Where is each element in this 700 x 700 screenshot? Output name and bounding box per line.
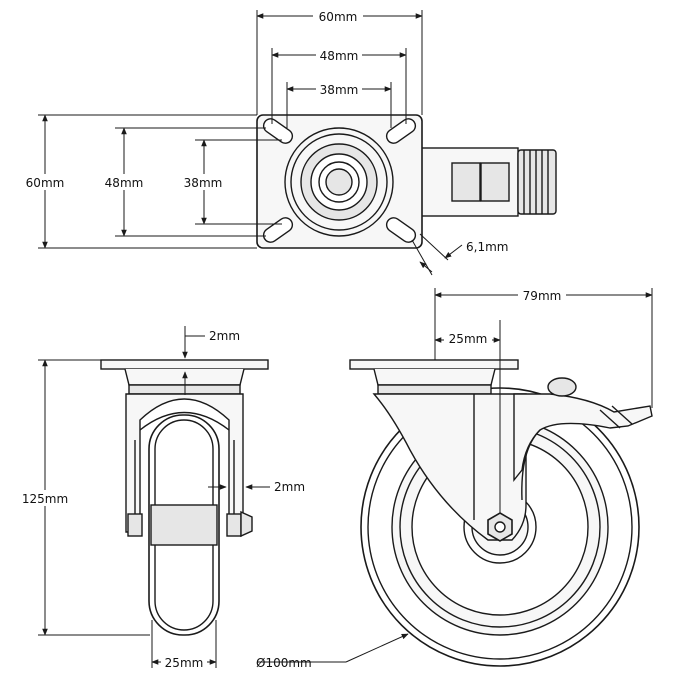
kingpin-hole	[325, 168, 353, 196]
dim-overall-79-label: 79mm	[523, 289, 562, 303]
brake-window-right	[480, 162, 510, 202]
slot-top-left	[262, 118, 294, 144]
front-view-labels: 2mm 2mm 125mm 25mm	[14, 329, 305, 670]
dim-height-38-label: 38mm	[184, 176, 223, 190]
dim-diameter-label: Ø100mm	[256, 656, 312, 670]
side-brake-lever	[513, 393, 653, 482]
dim-height-48-label: 48mm	[105, 176, 144, 190]
dim-height-125-label: 125mm	[22, 492, 68, 506]
front-axle-nut-right	[226, 513, 242, 537]
dim-plate-thickness-label: 2mm	[209, 329, 240, 343]
dim-width-38-label: 38mm	[320, 83, 359, 97]
dim-height-60-label: 60mm	[26, 176, 65, 190]
dim-fork-thickness-label: 2mm	[274, 480, 305, 494]
front-view	[100, 359, 269, 636]
dim-width-48-label: 48mm	[320, 49, 359, 63]
side-view-labels: 79mm 25mm Ø100mm	[256, 287, 566, 670]
side-fork-leg	[372, 393, 527, 541]
dim-offset-25-label: 25mm	[449, 332, 488, 346]
top-view-labels: 60mm 48mm 38mm 60mm 48mm 38mm 6,1mm	[22, 8, 508, 254]
dim-slot-label: 6,1mm	[466, 240, 508, 254]
brake-pedal	[517, 149, 557, 215]
side-brake-knob	[547, 377, 577, 397]
front-axle-nut-left	[127, 513, 143, 537]
front-top-plate	[100, 359, 269, 370]
slot-bottom-right	[385, 217, 417, 243]
bearing-ring-outer	[284, 127, 394, 237]
brake-window-left	[451, 162, 481, 202]
slot-top-right	[385, 118, 417, 144]
dim-width-60-label: 60mm	[319, 10, 358, 24]
dim-wheel-width-label: 25mm	[165, 656, 204, 670]
top-view	[256, 114, 557, 249]
side-view	[349, 359, 653, 667]
side-top-plate	[349, 359, 519, 370]
